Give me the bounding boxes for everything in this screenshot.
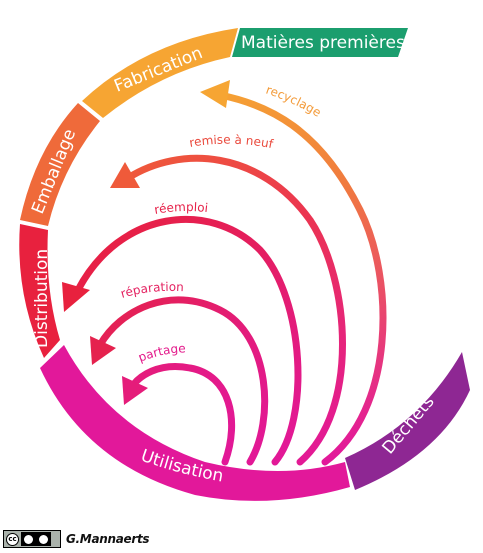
stage-use-segment <box>40 345 350 501</box>
author-credit: G.Mannaerts <box>66 532 150 546</box>
loop-refurbish-label-path: remise à neuf <box>188 133 275 152</box>
loop-recycling-arrowhead <box>200 80 230 108</box>
loop-recycling-arc <box>216 91 387 466</box>
stage-distribution-segment <box>19 224 60 358</box>
share-alike-icon <box>39 534 48 544</box>
stage-raw-materials-segment <box>232 28 408 57</box>
stage-packaging: Emballage <box>20 103 100 226</box>
stage-raw-materials-label: Matières premières <box>241 33 405 53</box>
loop-reuse-label-path: réemploi <box>153 200 209 217</box>
loop-repair-arc <box>96 296 269 466</box>
stage-raw-materials: Matières premières <box>232 28 408 57</box>
creative-commons-by-sa-icon: cc <box>3 530 61 548</box>
stage-distribution-label: Distribution <box>32 249 52 348</box>
by-sa-icon <box>21 532 51 546</box>
stage-waste: Déchets <box>345 352 470 490</box>
cc-logo-icon: cc <box>6 532 19 546</box>
stage-packaging-segment <box>20 103 100 226</box>
loop-sharing-arc <box>126 363 235 466</box>
loop-reuse-arc <box>74 216 302 466</box>
stage-distribution: Distribution <box>19 224 60 358</box>
stage-manufacturing: Fabrication <box>82 28 238 118</box>
stage-waste-segment <box>345 352 470 490</box>
loop-reuse-label: réemploi <box>153 200 209 217</box>
loop-refurbish-label: remise à neuf <box>188 133 275 152</box>
loop-refurbish-arrowhead <box>110 162 140 188</box>
loop-reuse: réemploi <box>62 200 302 466</box>
loop-reuse-arrowhead <box>62 282 90 312</box>
loop-sharing-label: partage <box>136 341 186 364</box>
loop-sharing-arrowhead <box>122 376 148 405</box>
by-person-icon <box>24 534 33 544</box>
loop-refurbish: remise à neuf <box>110 133 346 466</box>
loop-refurbish-arc <box>124 154 346 466</box>
loop-repair-arrowhead <box>90 336 116 365</box>
credit-line: cc G.Mannaerts <box>3 529 150 549</box>
loop-sharing-label-path: partage <box>136 341 186 364</box>
stage-manufacturing-segment <box>82 28 238 118</box>
